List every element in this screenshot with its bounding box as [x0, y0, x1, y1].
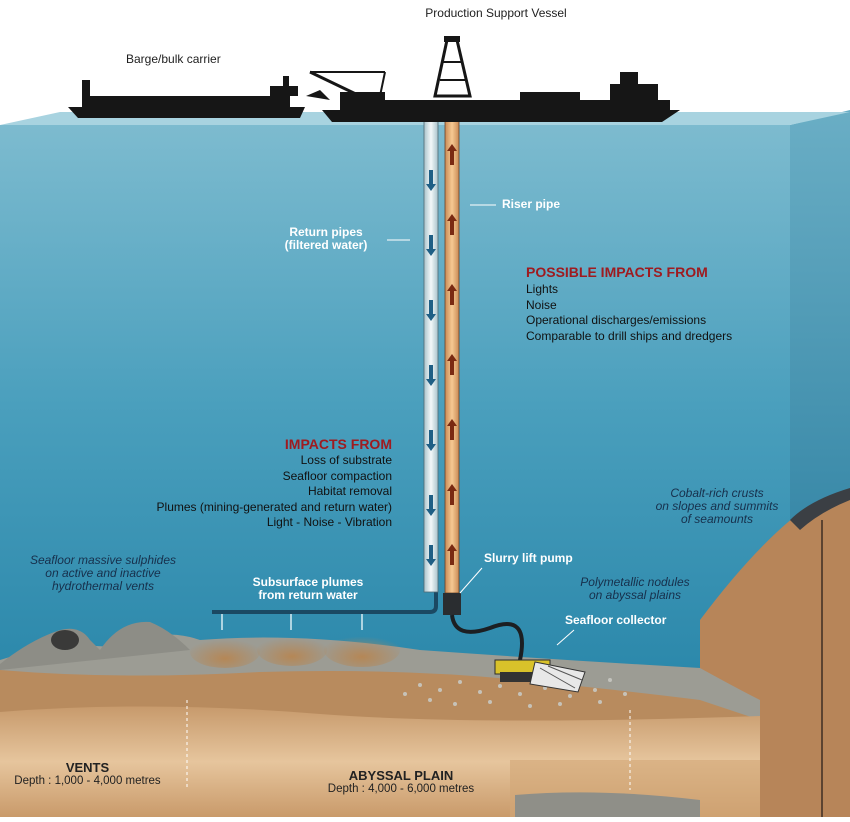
return-pipes-label: Return pipes (filtered water) — [266, 226, 386, 252]
crusts-line-1: Cobalt-rich crusts — [670, 486, 764, 500]
cobalt-crust — [790, 488, 850, 530]
impact-item: Light - Noise - Vibration — [266, 515, 392, 529]
slurry-pump-label: Slurry lift pump — [484, 551, 573, 565]
impact-item: Loss of substrate — [300, 453, 392, 467]
abyssal-depth: Depth : 4,000 - 6,000 metres — [327, 783, 475, 795]
subsurface-plumes — [190, 633, 400, 668]
impact-item: Habitat removal — [307, 484, 392, 498]
crusts-label: Cobalt-rich crusts on slopes and summits… — [642, 487, 792, 526]
subsurface-plumes-line-2: from return water — [258, 588, 358, 602]
sulphides-label: Seafloor massive sulphides on active and… — [10, 554, 196, 593]
return-pipes-line-1: Return pipes — [289, 225, 363, 239]
subsurface-plumes-line-1: Subsurface plumes — [252, 575, 364, 589]
crusts-line-3: of seamounts — [680, 512, 754, 526]
possible-impact-item: Operational discharges/emissions — [526, 313, 707, 327]
return-manifold — [212, 590, 438, 614]
possible-impact-item: Lights — [526, 282, 559, 296]
return-pipes-line-2: (filtered water) — [284, 238, 368, 252]
sulphides-line-3: hydrothermal vents — [51, 579, 155, 593]
nodules-line-2: on abyssal plains — [588, 588, 682, 602]
manifold-outlets — [221, 614, 363, 630]
vent-smoke — [51, 630, 79, 650]
riser-flow-arrows — [447, 144, 457, 565]
sulphides-line-2: on active and inactive — [45, 566, 161, 580]
nodules-field — [403, 678, 627, 708]
vents-zone: VENTS Depth : 1,000 - 4,000 metres — [0, 760, 175, 787]
seafloor-collector-vehicle — [494, 659, 586, 693]
impacts-heading: IMPACTS FROM — [284, 436, 392, 452]
slurry-lift-pump — [443, 593, 461, 615]
flexible-hose — [450, 614, 524, 661]
possible-impacts-heading: POSSIBLE IMPACTS FROM — [526, 264, 708, 280]
riser-label: Riser pipe — [502, 197, 561, 211]
vents-title: VENTS — [65, 760, 110, 775]
abyssal-title: ABYSSAL PLAIN — [348, 768, 454, 783]
impact-item: Plumes (mining-generated and return wate… — [156, 499, 392, 514]
impacts-block: IMPACTS FROM Loss of substrate Seafloor … — [100, 436, 392, 531]
sulphides-line-1: Seafloor massive sulphides — [29, 553, 177, 567]
impact-item: Seafloor compaction — [282, 468, 392, 483]
vent-mounds — [0, 621, 190, 670]
possible-impact-item: Comparable to drill ships and dredgers — [526, 328, 733, 343]
abyssal-zone: ABYSSAL PLAIN Depth : 4,000 - 6,000 metr… — [308, 768, 494, 795]
nodules-label: Polymetallic nodules on abyssal plains — [560, 576, 710, 602]
barge-label: Barge/bulk carrier — [126, 52, 221, 66]
nodules-line-1: Polymetallic nodules — [580, 575, 690, 589]
seafloor-collector-label: Seafloor collector — [565, 613, 667, 627]
subsurface-plumes-label: Subsurface plumes from return water — [230, 576, 386, 602]
possible-impacts-block: POSSIBLE IMPACTS FROM Lights Noise Opera… — [526, 264, 732, 344]
vessel-label: Production Support Vessel — [425, 6, 567, 20]
vents-depth: Depth : 1,000 - 4,000 metres — [14, 775, 161, 787]
barge — [68, 76, 305, 118]
crusts-line-2: on slopes and summits — [655, 499, 779, 513]
possible-impact-item: Noise — [526, 297, 557, 312]
leader-lines — [387, 204, 575, 646]
ocean-front — [0, 125, 790, 685]
production-support-vessel — [306, 36, 680, 122]
return-flow-arrows — [426, 170, 436, 566]
